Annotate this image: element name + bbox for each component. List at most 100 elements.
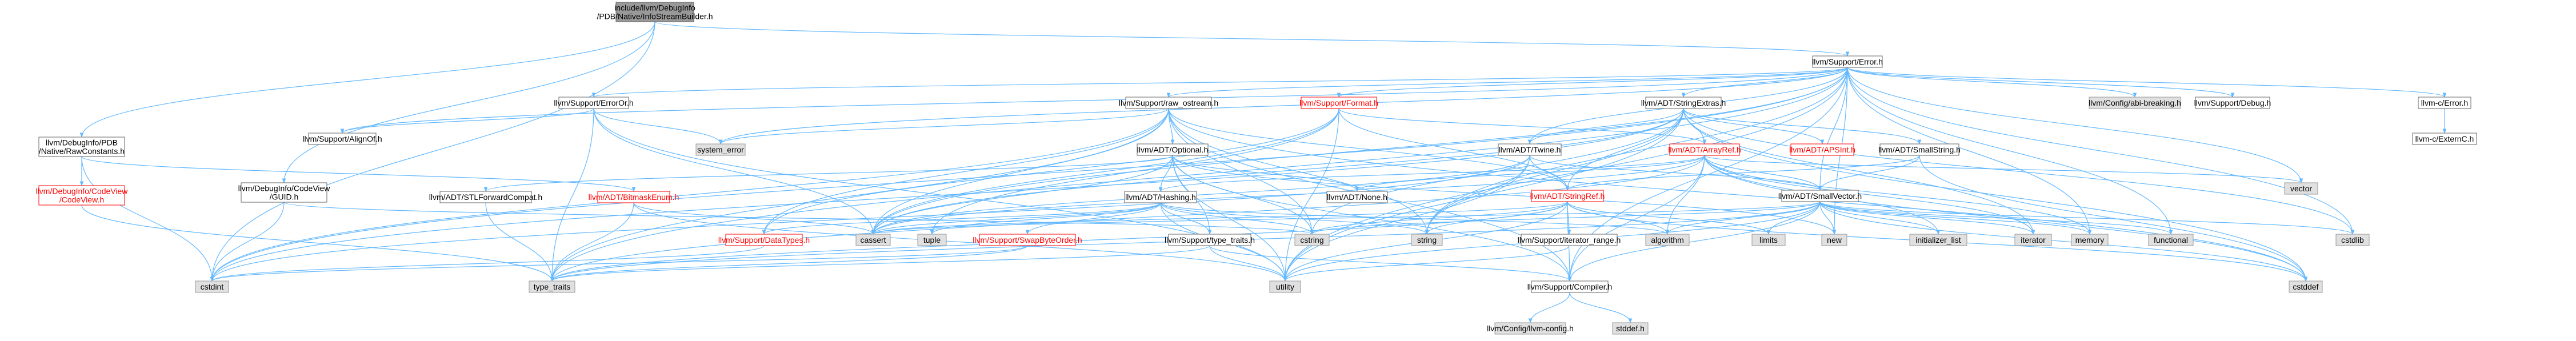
edge-format-to-datatypes <box>762 108 1339 235</box>
node-typetraits_s[interactable]: llvm/Support/type_traits.h <box>1165 234 1255 246</box>
edge-strextras-to-twine <box>1527 108 1684 145</box>
node-label: initializer_list <box>1915 235 1961 244</box>
node-label: functional <box>2154 235 2188 244</box>
node-tuple: tuple <box>917 234 947 246</box>
edge-strextras-to-cstdint <box>210 108 1684 282</box>
node-label: llvm/ADT/STLForwardCompat.h <box>429 192 542 202</box>
node-swapbyte[interactable]: llvm/Support/SwapByteOrder.h <box>973 234 1082 246</box>
edge-smallvector-to-compiler <box>1567 201 1821 282</box>
node-box <box>38 137 125 157</box>
node-apsint[interactable]: llvm/ADT/APSInt.h <box>1789 143 1855 156</box>
node-format[interactable]: llvm/Support/Format.h <box>1299 97 1378 109</box>
edge-twine-to-cstdint <box>210 155 1530 282</box>
node-cvcv[interactable]: llvm/DebugInfo/CodeView/CodeView.h <box>36 185 129 206</box>
node-stlfwd[interactable]: llvm/ADT/STLForwardCompat.h <box>429 191 542 203</box>
node-cstdlib: cstdlib <box>2335 234 2370 246</box>
edge-stlfwd-to-type_traits <box>485 202 554 282</box>
edge-smallvector-to-new <box>1819 201 1837 235</box>
edge-strextras-to-cstdlib <box>1683 108 2355 235</box>
edge-hashing-to-datatypes <box>762 202 1161 235</box>
edge-error-to-cstdlib <box>1847 67 2355 235</box>
node-label: llvm/ADT/SmallVector.h <box>1778 191 1862 200</box>
node-box <box>2335 234 2370 246</box>
edge-smallvector-to-functional <box>1819 201 2173 235</box>
node-arrayref[interactable]: llvm/ADT/ArrayRef.h <box>1668 143 1741 156</box>
node-none[interactable]: llvm/ADT/None.h <box>1326 191 1388 203</box>
edge-rawostream-to-cstdint <box>210 108 1169 282</box>
edge-swapbyte-to-cstdint <box>210 245 1028 282</box>
edge-twine-to-cassert <box>871 155 1530 235</box>
node-bitenum[interactable]: llvm/ADT/BitmaskEnum.h <box>589 191 679 203</box>
node-iterrange[interactable]: llvm/Support/iterator_range.h <box>1518 234 1621 246</box>
node-label: memory <box>2075 235 2105 244</box>
node-label: include/llvm/DebugInfo <box>614 3 695 13</box>
node-label: stddef.h <box>1616 324 1645 333</box>
node-box <box>2284 182 2318 195</box>
node-stringref[interactable]: llvm/ADT/StringRef.h <box>1530 190 1605 202</box>
edges-layer <box>79 21 2447 323</box>
node-iterator: iterator <box>2014 234 2052 246</box>
node-label: llvm/Config/llvm-config.h <box>1487 324 1574 333</box>
node-label: llvm/Support/Compiler.h <box>1527 282 1613 291</box>
node-rawostream[interactable]: llvm/Support/raw_ostream.h <box>1119 97 1218 109</box>
node-twine[interactable]: llvm/ADT/Twine.h <box>1498 143 1562 156</box>
edge-hashing-to-string <box>1160 202 1429 235</box>
edge-arrayref-to-vector <box>1704 155 2303 183</box>
node-cvguid[interactable]: llvm/DebugInfo/CodeView/GUID.h <box>238 182 331 203</box>
node-box <box>1411 234 1443 246</box>
edge-erroror-to-cassert <box>593 108 875 235</box>
edge-twine-to-stringref <box>1529 155 1570 191</box>
edge-stringref-to-cassert <box>871 201 1568 235</box>
node-cstddef: cstddef <box>2289 280 2323 293</box>
node-box <box>1125 97 1212 109</box>
node-box <box>1531 190 1604 202</box>
node-hashing[interactable]: llvm/ADT/Hashing.h <box>1124 191 1197 203</box>
node-label: llvm/ADT/SmallString.h <box>1878 145 1961 154</box>
edge-strextras-to-stringref <box>1565 108 1684 191</box>
node-strextras[interactable]: llvm/ADT/StringExtras.h <box>1641 97 1726 109</box>
edge-stringref-to-cstring <box>1310 201 1568 235</box>
edge-arrayref-to-memory <box>1704 155 2092 235</box>
edge-smallstring-to-stringref <box>1565 155 1920 191</box>
node-compiler[interactable]: llvm/Support/Compiler.h <box>1527 280 1613 293</box>
node-label: cstring <box>1300 235 1323 244</box>
node-label: llvm/Support/ErrorOr.h <box>554 98 633 107</box>
node-cextern[interactable]: llvm-c/ExternC.h <box>2412 133 2477 145</box>
node-label: cstdint <box>201 282 224 291</box>
node-box <box>2071 234 2109 246</box>
node-cerror[interactable]: llvm-c/Error.h <box>2418 97 2471 109</box>
node-smallstring[interactable]: llvm/ADT/SmallString.h <box>1878 143 1961 156</box>
node-box <box>2014 234 2052 246</box>
node-box <box>1909 234 1967 246</box>
node-box <box>1137 143 1209 156</box>
edge-bitenum-to-cassert <box>633 202 875 235</box>
node-label: llvm/Config/abi-breaking.h <box>2089 98 2181 107</box>
edge-erroror-to-utility <box>593 108 1287 282</box>
node-label: limits <box>1759 235 1778 244</box>
node-debug[interactable]: llvm/Support/Debug.h <box>2194 97 2271 109</box>
node-error[interactable]: llvm/Support/Error.h <box>1812 55 1883 68</box>
node-box <box>241 182 327 203</box>
edge-smallstring-to-cstddef <box>1919 155 2308 282</box>
node-label: llvm-c/ExternC.h <box>2415 134 2474 143</box>
edge-rawostream-to-stringref <box>1168 108 1570 191</box>
node-box <box>1812 55 1883 68</box>
node-erroror[interactable]: llvm/Support/ErrorOr.h <box>554 97 634 109</box>
node-label: llvm/ADT/Hashing.h <box>1125 192 1196 202</box>
node-utility: utility <box>1269 280 1301 293</box>
node-smallvector[interactable]: llvm/ADT/SmallVector.h <box>1778 190 1862 202</box>
edge-hashing-to-cassert <box>871 202 1161 235</box>
node-label: llvm/Support/SwapByteOrder.h <box>973 235 1082 244</box>
node-aligncstr[interactable]: llvm/Support/AlignOf.h <box>302 133 382 145</box>
node-system_error: system_error <box>695 143 746 156</box>
edge-error-to-debug <box>1847 67 2235 98</box>
edge-compiler-to-stddef_h <box>1569 292 1633 323</box>
edge-smallvector-to-cstddef <box>1819 201 2308 282</box>
node-string: string <box>1411 234 1443 246</box>
node-optional[interactable]: llvm/ADT/Optional.h <box>1137 143 1209 156</box>
node-rawconst[interactable]: llvm/DebugInfo/PDB/Native/RawConstants.h <box>38 137 125 157</box>
edge-optional-to-stlfwd <box>483 155 1173 192</box>
edge-rawconst-to-cstdint <box>81 156 214 282</box>
node-datatypes[interactable]: llvm/Support/DataTypes.h <box>718 234 810 246</box>
edge-hashing-to-algorithm <box>1160 202 1670 235</box>
